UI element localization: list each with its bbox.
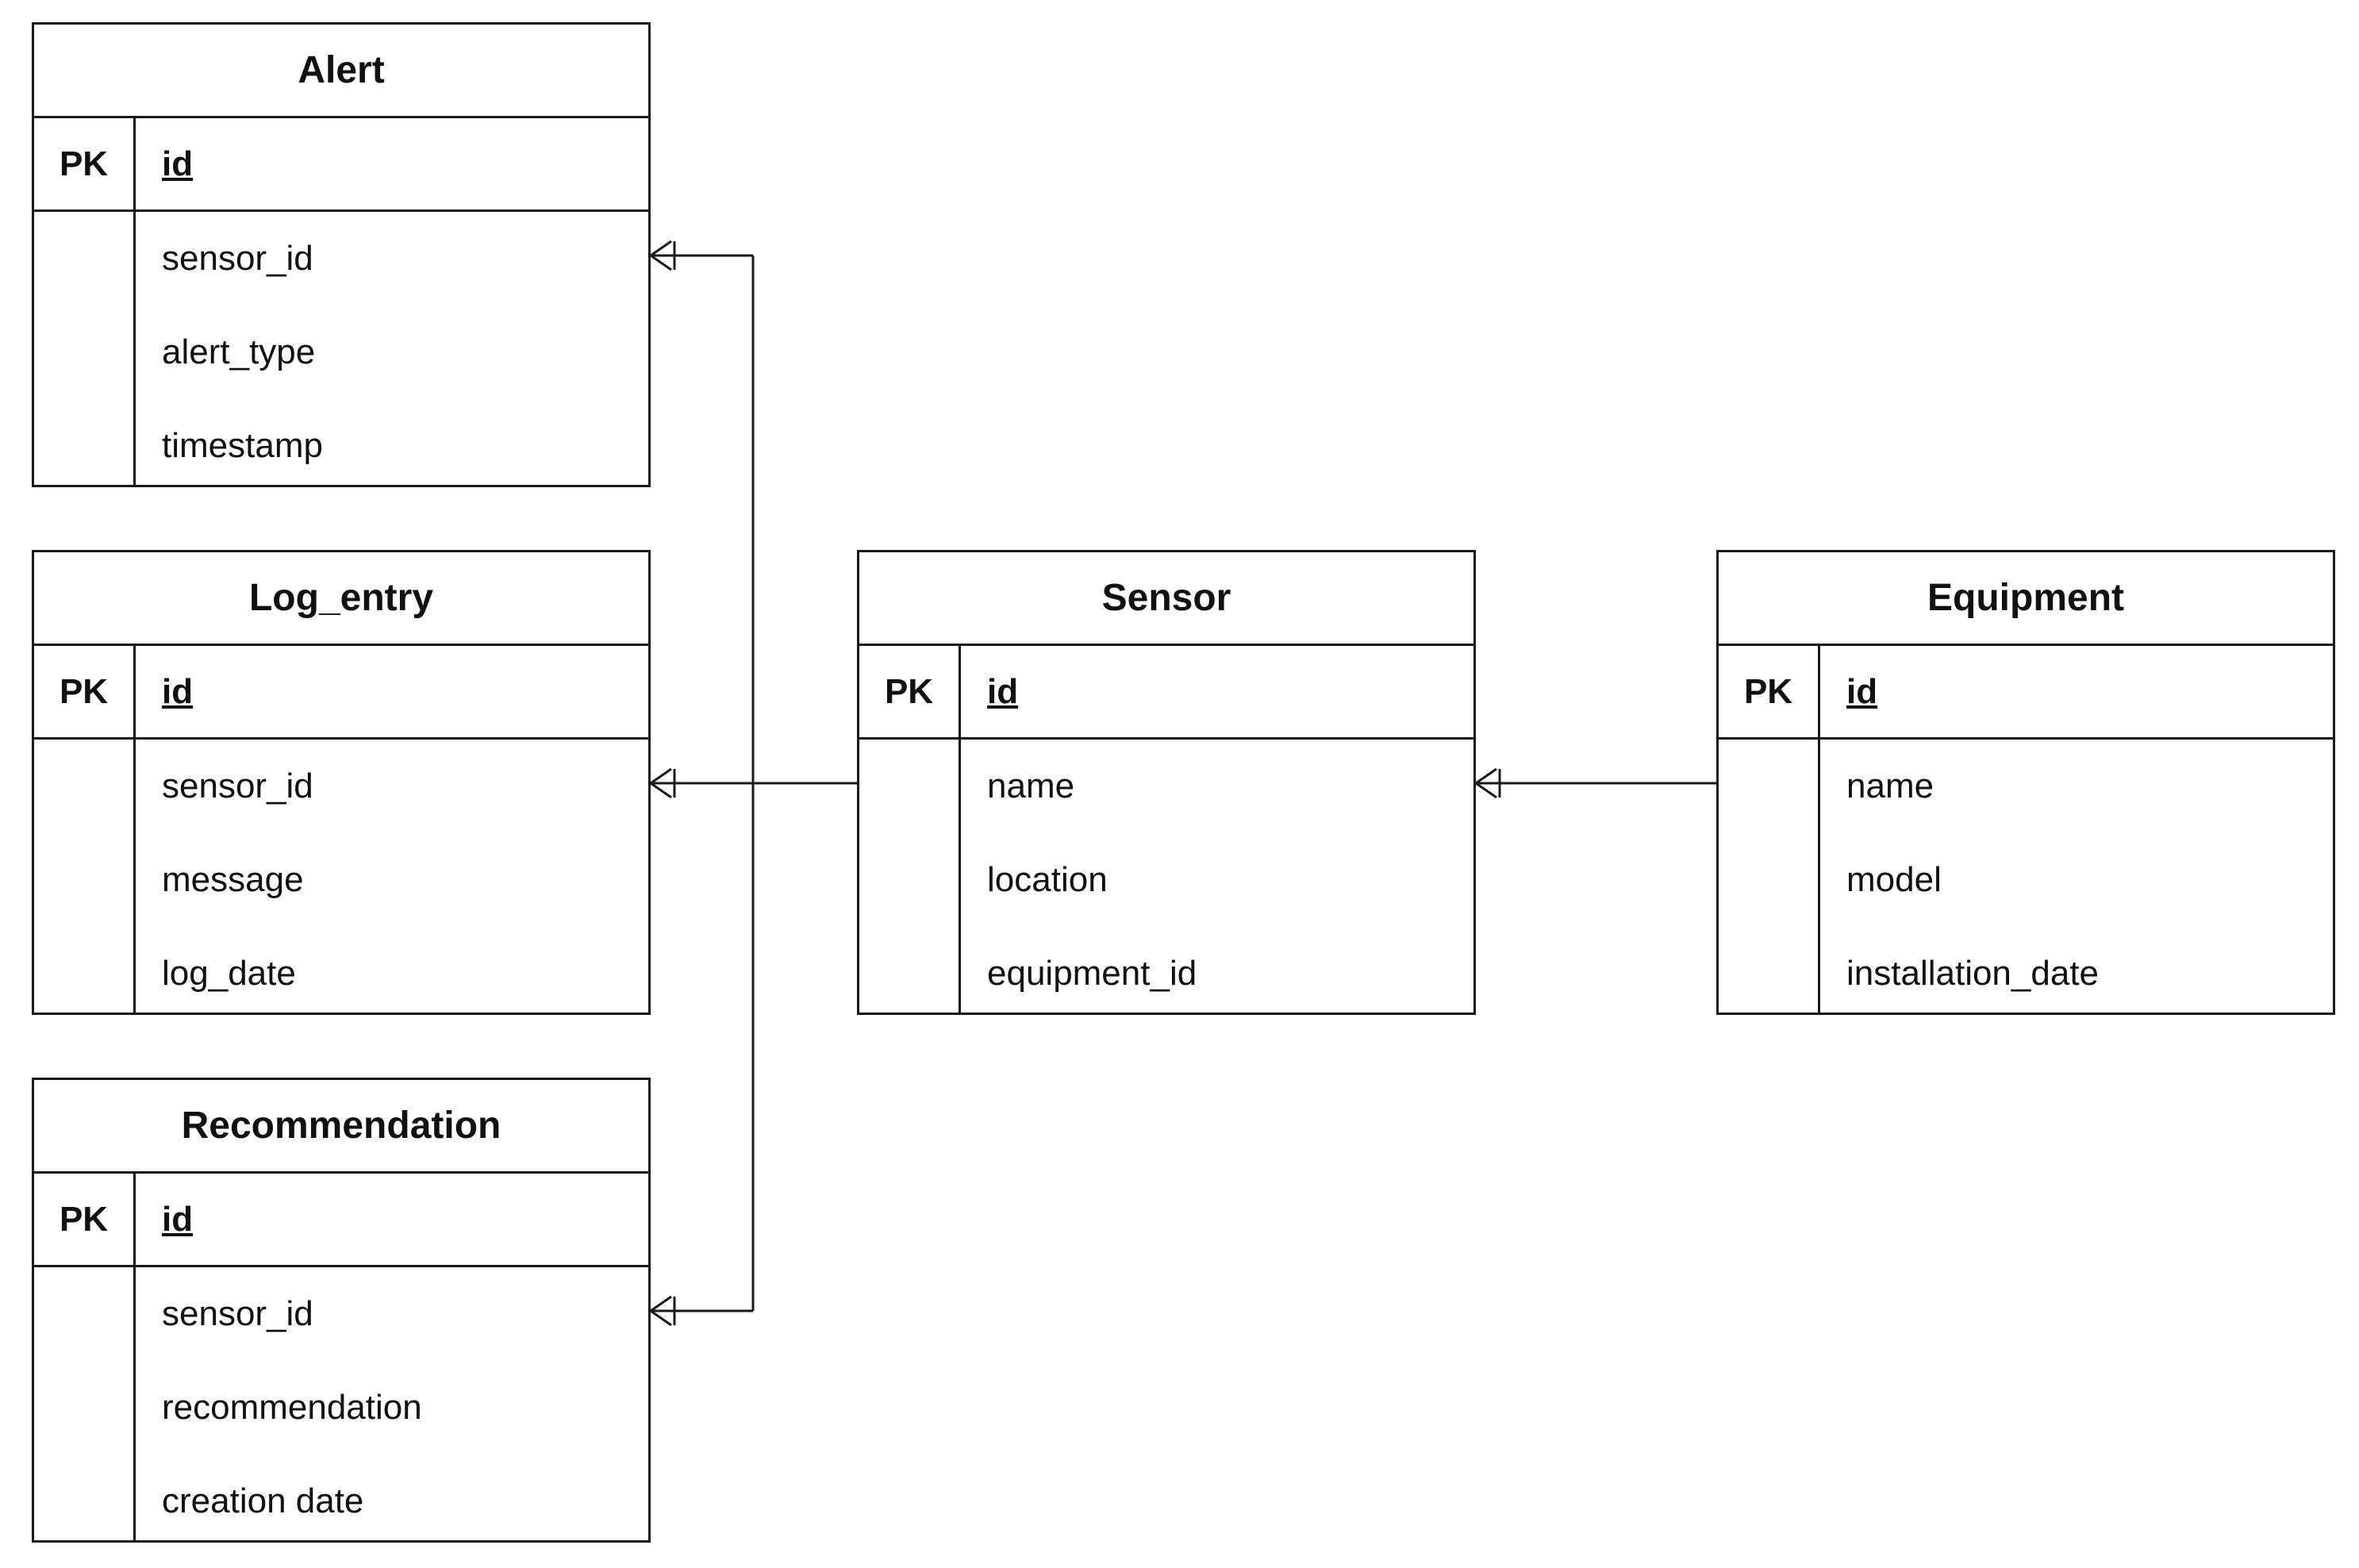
entity-title: Log_entry	[34, 552, 648, 646]
entity-body: sensor_id message log_date	[34, 740, 648, 1013]
entity-sensor[interactable]: Sensor PK id name location equipment_id	[857, 550, 1476, 1015]
field: location	[987, 860, 1108, 899]
field-list: name location equipment_id	[961, 740, 1473, 1013]
entity-body: name model installation_date	[1719, 740, 2333, 1013]
entity-recommendation[interactable]: Recommendation PK id sensor_id recommend…	[32, 1078, 651, 1543]
pk-field: id	[1846, 671, 1878, 711]
key-column	[34, 1267, 136, 1540]
pk-label: PK	[859, 646, 961, 737]
field-list: sensor_id message log_date	[136, 740, 648, 1013]
pk-row: PK id	[34, 1174, 648, 1267]
field: log_date	[162, 954, 296, 993]
key-column	[34, 212, 136, 485]
pk-field: id	[162, 1199, 194, 1239]
field: equipment_id	[987, 954, 1197, 993]
field: sensor_id	[162, 1294, 313, 1333]
field: model	[1846, 860, 1942, 899]
crowsfoot-alert	[648, 240, 676, 271]
field: recommendation	[162, 1388, 422, 1427]
entity-body: sensor_id recommendation creation date	[34, 1267, 648, 1540]
field: installation_date	[1846, 954, 2100, 993]
field-list: sensor_id recommendation creation date	[136, 1267, 648, 1540]
field: name	[987, 767, 1075, 805]
field: sensor_id	[162, 767, 313, 805]
entity-alert[interactable]: Alert PK id sensor_id alert_type timesta…	[32, 22, 651, 487]
field: alert_type	[162, 332, 316, 371]
entity-equipment[interactable]: Equipment PK id name model installation_…	[1716, 550, 2335, 1015]
pk-row: PK id	[34, 118, 648, 212]
field-list: sensor_id alert_type timestamp	[136, 212, 648, 485]
key-column	[34, 740, 136, 1013]
entity-body: name location equipment_id	[859, 740, 1473, 1013]
pk-label: PK	[1719, 646, 1820, 737]
crowsfoot-recommendation	[648, 1295, 676, 1327]
field: creation date	[162, 1482, 364, 1520]
pk-label: PK	[34, 1174, 136, 1265]
entity-title: Equipment	[1719, 552, 2333, 646]
crowsfoot-log-entry	[648, 767, 676, 799]
field: message	[162, 860, 304, 899]
entity-log-entry[interactable]: Log_entry PK id sensor_id message log_da…	[32, 550, 651, 1015]
field: timestamp	[162, 426, 323, 465]
crowsfoot-sensor	[1473, 767, 1501, 799]
pk-label: PK	[34, 118, 136, 209]
key-column	[1719, 740, 1820, 1013]
pk-field: id	[162, 144, 194, 183]
field: sensor_id	[162, 239, 313, 278]
key-column	[859, 740, 961, 1013]
field: name	[1846, 767, 1934, 805]
pk-row: PK id	[34, 646, 648, 740]
entity-body: sensor_id alert_type timestamp	[34, 212, 648, 485]
pk-field: id	[162, 671, 194, 711]
pk-row: PK id	[859, 646, 1473, 740]
entity-title: Recommendation	[34, 1080, 648, 1174]
field-list: name model installation_date	[1820, 740, 2333, 1013]
entity-title: Alert	[34, 25, 648, 118]
pk-label: PK	[34, 646, 136, 737]
pk-row: PK id	[1719, 646, 2333, 740]
entity-title: Sensor	[859, 552, 1473, 646]
pk-field: id	[987, 671, 1019, 711]
